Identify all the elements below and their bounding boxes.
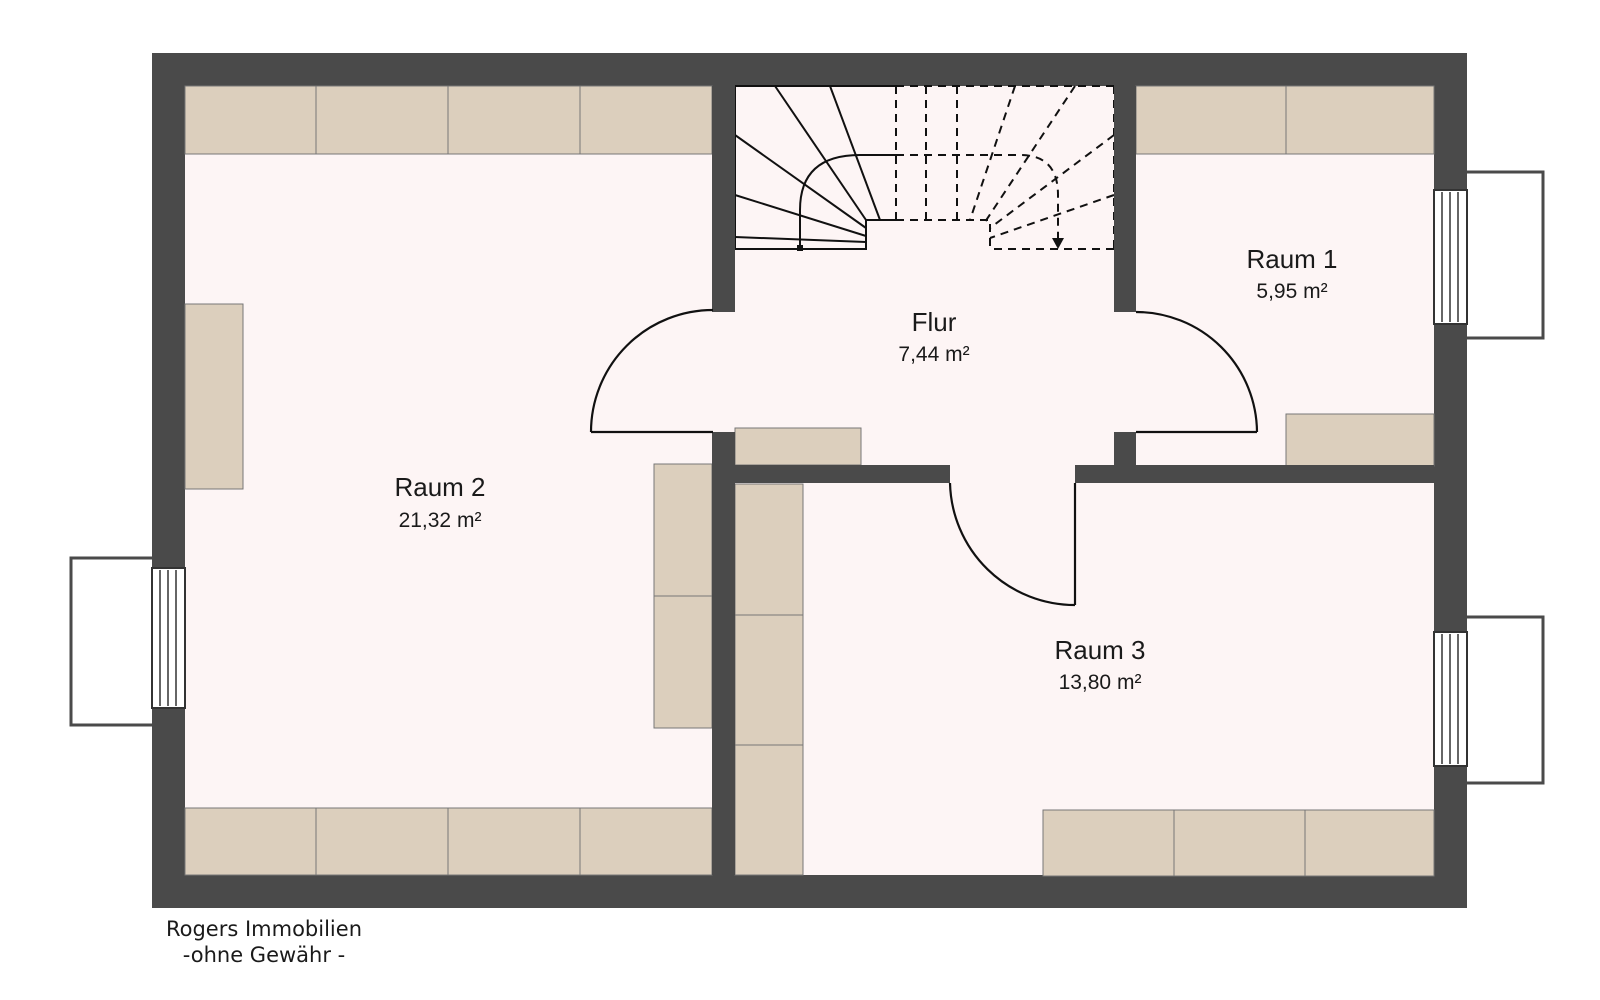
disclaimer: -ohne Gewähr - [183, 943, 345, 967]
room-area: 21,32 m² [399, 509, 482, 532]
cabinets [184, 85, 1435, 877]
floor-raum-2 [185, 86, 713, 875]
room-area: 7,44 m² [898, 343, 969, 366]
balcony-icon [1467, 170, 1545, 340]
window-icon [151, 567, 186, 709]
room-name: Flur [912, 307, 957, 337]
balcony-icon [1467, 615, 1545, 785]
window-icon [1433, 631, 1468, 767]
company-name: Rogers Immobilien [166, 917, 362, 941]
room-area: 5,95 m² [1256, 280, 1327, 303]
room-name: Raum 1 [1246, 244, 1337, 274]
door-swing-icon [589, 308, 1259, 607]
balcony-icon [69, 556, 152, 727]
room-label-raum-1: Raum 1 5,95 m² [1246, 244, 1337, 303]
door-opening-raum1 [1112, 312, 1138, 432]
door-opening-raum3 [950, 465, 1075, 485]
room-area: 13,80 m² [1059, 671, 1142, 694]
door-opening-raum2 [711, 312, 737, 432]
room-label-raum-2: Raum 2 21,32 m² [394, 472, 485, 532]
room-name: Raum 3 [1054, 635, 1145, 665]
staircase-icon [734, 85, 1115, 251]
room-label-flur: Flur 7,44 m² [898, 307, 969, 366]
room-name: Raum 2 [394, 472, 485, 502]
room-label-raum-3: Raum 3 13,80 m² [1054, 635, 1145, 694]
interior-walls [712, 86, 1434, 875]
window-icon [1433, 189, 1468, 325]
